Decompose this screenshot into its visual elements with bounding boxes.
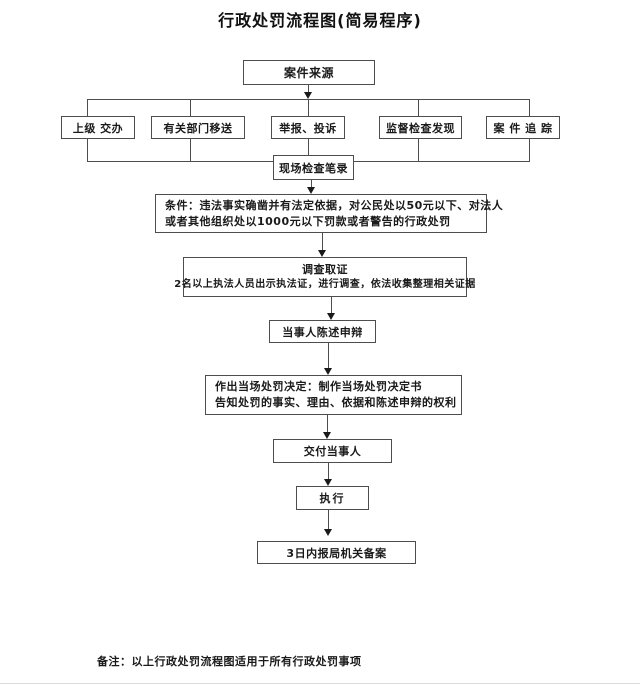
node-onsite-record: 现场检查笔录 (273, 155, 354, 180)
connector-ch5-down (529, 139, 530, 161)
node-channel-tracking: 案 件 追 踪 (486, 116, 560, 139)
arrow-down-icon (324, 529, 332, 536)
connector-stub-ch4 (418, 100, 419, 116)
condition-line-1: 条件：违法事实确凿并有法定依据，对公民处以50元以下、对法人 (165, 198, 504, 212)
connector-stub-ch1 (87, 100, 88, 116)
connector-decision-down (327, 415, 328, 432)
connector-top-rail (87, 99, 530, 100)
connector-statement-down (328, 343, 329, 368)
connector-bottom-rail-left (87, 161, 273, 162)
node-execute: 执行 (296, 486, 369, 510)
connector-source-down (308, 85, 309, 92)
node-channel-superior: 上级 交办 (61, 116, 135, 139)
arrow-down-icon (327, 313, 335, 320)
node-investigate: 调查取证 2名以上执法人员出示执法证，进行调查，依法收集整理相关证据 (174, 257, 475, 297)
node-statement: 当事人陈述申辩 (269, 320, 376, 343)
connector-ch1-down (87, 139, 88, 161)
node-decision: 作出当场处罚决定：制作当场处罚决定书 告知处罚的事实、理由、依据和陈述申辩的权利 (205, 375, 462, 415)
connector-deliver-down (328, 463, 329, 479)
connector-ch3-down (308, 139, 309, 155)
condition-line-2: 或者其他组织处以1000元以下罚款或者警告的行政处罚 (165, 214, 451, 228)
investigate-detail: 2名以上执法人员出示执法证，进行调查，依法收集整理相关证据 (174, 279, 476, 290)
connector-condition-down (322, 233, 323, 250)
arrow-down-icon (324, 368, 332, 375)
arrow-down-icon (324, 479, 332, 486)
connector-ch4-down (418, 139, 419, 161)
decision-line-1: 作出当场处罚决定：制作当场处罚决定书 (215, 380, 422, 393)
decision-line-2: 告知处罚的事实、理由、依据和陈述申辩的权利 (215, 396, 457, 409)
node-channel-inspection: 监督检查发现 (379, 116, 462, 139)
connector-stub-ch2 (190, 100, 191, 116)
node-case-source: 案件来源 (243, 60, 375, 85)
page-title: 行政处罚流程图(简易程序) (218, 11, 422, 30)
connector-investigate-down (331, 297, 332, 313)
arrow-down-icon (318, 250, 326, 257)
connector-stub-ch3 (308, 100, 309, 116)
connector-record-down (311, 180, 312, 187)
arrow-down-icon (304, 92, 312, 99)
node-condition: 条件：违法事实确凿并有法定依据，对公民处以50元以下、对法人 或者其他组织处以1… (155, 194, 503, 233)
investigate-title: 调查取证 (302, 263, 348, 276)
node-deliver: 交付当事人 (273, 439, 392, 463)
connector-stub-ch5 (529, 100, 530, 116)
node-report: 3日内报局机关备案 (257, 541, 416, 564)
arrow-down-icon (307, 187, 315, 194)
footnote: 备注：以上行政处罚流程图适用于所有行政处罚事项 (97, 655, 362, 668)
arrow-down-icon (323, 432, 331, 439)
node-channel-transfer: 有关部门移送 (151, 116, 245, 139)
node-channel-complaint: 举报、投诉 (271, 116, 345, 139)
connector-ch2-down (190, 139, 191, 161)
connector-execute-down (328, 510, 329, 529)
connector-bottom-rail-right (354, 161, 530, 162)
